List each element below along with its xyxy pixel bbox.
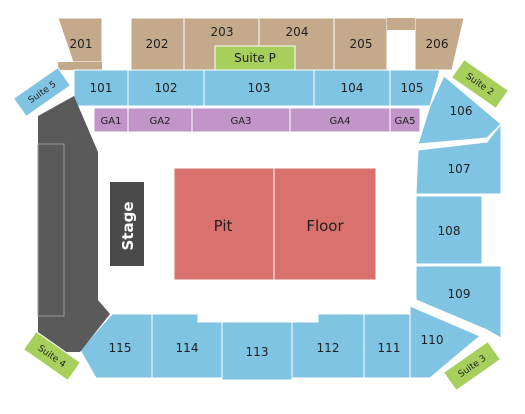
section-ga2-label: GA2	[150, 116, 171, 127]
section-ga1[interactable]	[93, 107, 129, 133]
floor-label: Floor	[306, 217, 344, 235]
ga-row: GA1 GA2 GA3 GA4 GA5	[93, 107, 421, 133]
section-ga1-label: GA1	[101, 116, 122, 127]
section-106-label: 106	[450, 104, 473, 118]
section-ga2[interactable]	[127, 107, 193, 133]
section-206[interactable]	[414, 17, 465, 71]
section-ga5[interactable]	[389, 107, 421, 133]
section-109-label: 109	[448, 287, 471, 301]
section-204-label: 204	[286, 25, 309, 39]
section-102[interactable]	[127, 69, 205, 107]
section-201-label: 201	[70, 37, 93, 51]
section-202-label: 202	[146, 37, 169, 51]
section-103-label: 103	[248, 81, 271, 95]
stage-label: Stage	[119, 201, 137, 250]
section-109[interactable]	[415, 265, 502, 339]
section-205[interactable]	[333, 17, 388, 71]
section-106[interactable]	[417, 75, 502, 145]
suite-p[interactable]: Suite P	[214, 45, 296, 71]
section-206-label: 206	[426, 37, 449, 51]
section-103[interactable]	[203, 69, 315, 107]
section-105-label: 105	[401, 81, 424, 95]
section-113-label: 113	[246, 345, 269, 359]
section-110-label: 110	[421, 333, 444, 347]
section-ga3-label: GA3	[231, 116, 252, 127]
section-107[interactable]	[415, 122, 502, 195]
section-102-label: 102	[155, 81, 178, 95]
section-floor[interactable]	[273, 167, 377, 281]
section-203-label: 203	[211, 25, 234, 39]
section-108[interactable]	[415, 195, 483, 265]
stage[interactable]: Stage	[110, 182, 144, 266]
lower-level-right: 106 107 108 109 110	[409, 75, 502, 379]
lower-level-bottom: 111 112 113 114 115	[79, 313, 411, 381]
left-side-block	[37, 96, 110, 352]
section-201-lower	[58, 62, 102, 70]
section-107-label: 107	[448, 162, 471, 176]
section-pit[interactable]	[173, 167, 275, 281]
section-115-label: 115	[109, 341, 132, 355]
section-206-top	[387, 18, 415, 30]
section-101[interactable]	[73, 69, 129, 107]
suite-p-label: Suite P	[234, 51, 276, 65]
lower-level-top: 101 102 103 104 105	[73, 69, 441, 107]
section-ga5-label: GA5	[395, 116, 416, 127]
pit-label: Pit	[214, 217, 233, 235]
section-108-label: 108	[438, 224, 461, 238]
section-101-label: 101	[90, 81, 113, 95]
section-111[interactable]	[363, 313, 411, 379]
section-111-label: 111	[378, 341, 401, 355]
section-ga4-label: GA4	[330, 116, 351, 127]
section-104[interactable]	[313, 69, 391, 107]
section-114-label: 114	[176, 341, 199, 355]
section-ga4[interactable]	[289, 107, 391, 133]
pit-floor: Pit Floor	[173, 167, 377, 281]
section-205-label: 205	[350, 37, 373, 51]
section-113[interactable]	[221, 321, 293, 381]
section-ga3[interactable]	[191, 107, 291, 133]
section-104-label: 104	[341, 81, 364, 95]
section-112-label: 112	[317, 341, 340, 355]
